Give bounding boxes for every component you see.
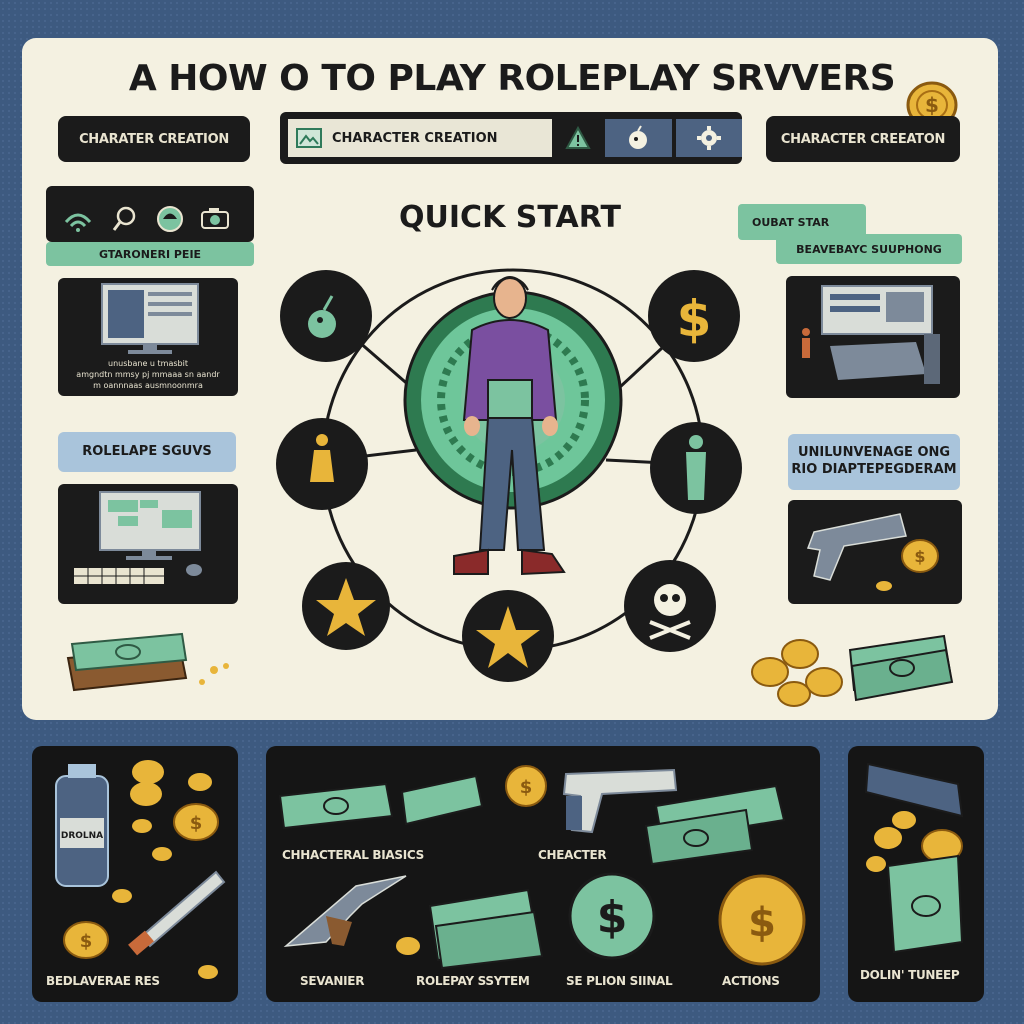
caption-character-basics: CHHACTERAL BIASICS bbox=[282, 848, 424, 862]
bottom-panel-right: DOLIN' TUNEEP bbox=[848, 746, 984, 1002]
rewards-illustration bbox=[864, 762, 964, 954]
roleplay-support-label: BEAVEBAYC SUUPHONG bbox=[776, 234, 962, 264]
computer-panel-right bbox=[786, 276, 960, 398]
tab-character-creation[interactable]: CHARACTER CREATION bbox=[288, 119, 552, 157]
camera-icon[interactable] bbox=[201, 208, 229, 229]
tab-settings[interactable] bbox=[675, 119, 743, 157]
image-icon bbox=[296, 128, 322, 148]
globe-icon[interactable] bbox=[157, 206, 183, 232]
character-creation-pill-left[interactable]: CHARATER CREATION bbox=[58, 116, 250, 162]
caption-actions: ACTIONS bbox=[722, 974, 780, 988]
universe-label-line1: UNILUNVENAGE ONG bbox=[797, 445, 951, 461]
node-star-center-icon[interactable] bbox=[462, 590, 554, 682]
universe-info-label: UNILUNVENAGE ONG RIO DIAPTEPEGDERAM bbox=[788, 434, 960, 490]
node-character-icon[interactable] bbox=[280, 270, 372, 362]
bottom-panel-middle: $ $ $ CHHACTERAL BIASICS CHEACTER SEVANI… bbox=[266, 746, 820, 1002]
node-skull-icon[interactable] bbox=[624, 560, 716, 652]
server-computer-icon bbox=[802, 285, 940, 384]
quick-start-heading: QUICK START bbox=[399, 200, 621, 235]
node-person-icon[interactable] bbox=[276, 418, 368, 510]
svg-text:$: $ bbox=[520, 777, 533, 798]
panel-caption-2: amgndtn mmsy pj mmaaa sn aandr bbox=[76, 370, 220, 380]
emblem-circle bbox=[403, 290, 623, 510]
bottle-label: DROLNA bbox=[61, 831, 103, 841]
node-star-left-icon[interactable] bbox=[302, 562, 390, 650]
computer-panel-left-2 bbox=[58, 484, 238, 604]
caption-resources: BEDLAVERAE RES bbox=[46, 974, 160, 988]
cash-stack-icon bbox=[66, 632, 229, 692]
svg-text:$: $ bbox=[914, 547, 925, 566]
weapon-panel-right: $ bbox=[788, 500, 962, 604]
pistol-icon: $ bbox=[806, 513, 939, 591]
svg-text:$: $ bbox=[190, 813, 203, 834]
tab-label: CHARACTER CREATION bbox=[332, 130, 498, 146]
panel-caption-3: m oannnaas ausmnoonmra bbox=[93, 381, 203, 391]
svg-text:$: $ bbox=[677, 290, 712, 348]
roleplay-wheel-diagram: $ bbox=[276, 268, 742, 682]
panel-label-left: GTARONERI PEIE bbox=[46, 242, 254, 266]
node-silhouette-icon[interactable] bbox=[650, 422, 742, 514]
svg-text:$: $ bbox=[925, 93, 939, 117]
svg-text:$: $ bbox=[80, 931, 93, 952]
icon-toolbar bbox=[46, 186, 254, 242]
character-creation-pill-right[interactable]: CHARACTER CREEATON bbox=[766, 116, 960, 162]
supplies-illustration: DROLNA $ $ bbox=[55, 760, 226, 979]
desktop-computer-icon bbox=[74, 491, 202, 584]
caption-character: CHEACTER bbox=[538, 848, 607, 862]
caption-roleplay-system: ROLEPAY SSYTEM bbox=[416, 974, 530, 988]
svg-text:$: $ bbox=[748, 900, 776, 946]
computer-panel-left: unusbane u tmasbit amgndtn mmsy pj mmaaa… bbox=[58, 278, 238, 396]
node-money-icon[interactable]: $ bbox=[648, 270, 740, 362]
tab-warning[interactable] bbox=[560, 119, 595, 157]
character-icon bbox=[629, 125, 648, 149]
caption-signal: SE PLION SIINAL bbox=[566, 974, 673, 988]
page-title: A HOW O TO PLAY ROLEPLAY SRVVERS bbox=[128, 58, 896, 99]
gear-icon bbox=[696, 126, 721, 150]
coins-cash-icon bbox=[751, 634, 954, 707]
basics-illustration: $ $ $ bbox=[278, 765, 806, 970]
header-tab-bar: CHARACTER CREATION bbox=[280, 112, 743, 164]
character-figure bbox=[453, 276, 566, 576]
bottom-panel-left: DROLNA $ $ BEDLAVERAE RES bbox=[32, 746, 238, 1002]
wifi-icon[interactable] bbox=[64, 213, 92, 232]
search-icon[interactable] bbox=[112, 206, 136, 231]
caption-dont-tune: DOLIN' TUNEEP bbox=[860, 968, 960, 982]
monitor-icon bbox=[101, 283, 199, 354]
roleplay-servers-label: ROLELAPE SGUVS bbox=[58, 432, 236, 472]
warning-icon bbox=[564, 126, 591, 149]
panel-caption-1: unusbane u tmasbit bbox=[108, 359, 188, 368]
universe-label-line2: RIO DIAPTEPEGDERAM bbox=[791, 462, 957, 477]
tab-character[interactable] bbox=[605, 119, 672, 157]
caption-server: SEVANIER bbox=[300, 974, 365, 988]
svg-text:$: $ bbox=[597, 892, 628, 943]
